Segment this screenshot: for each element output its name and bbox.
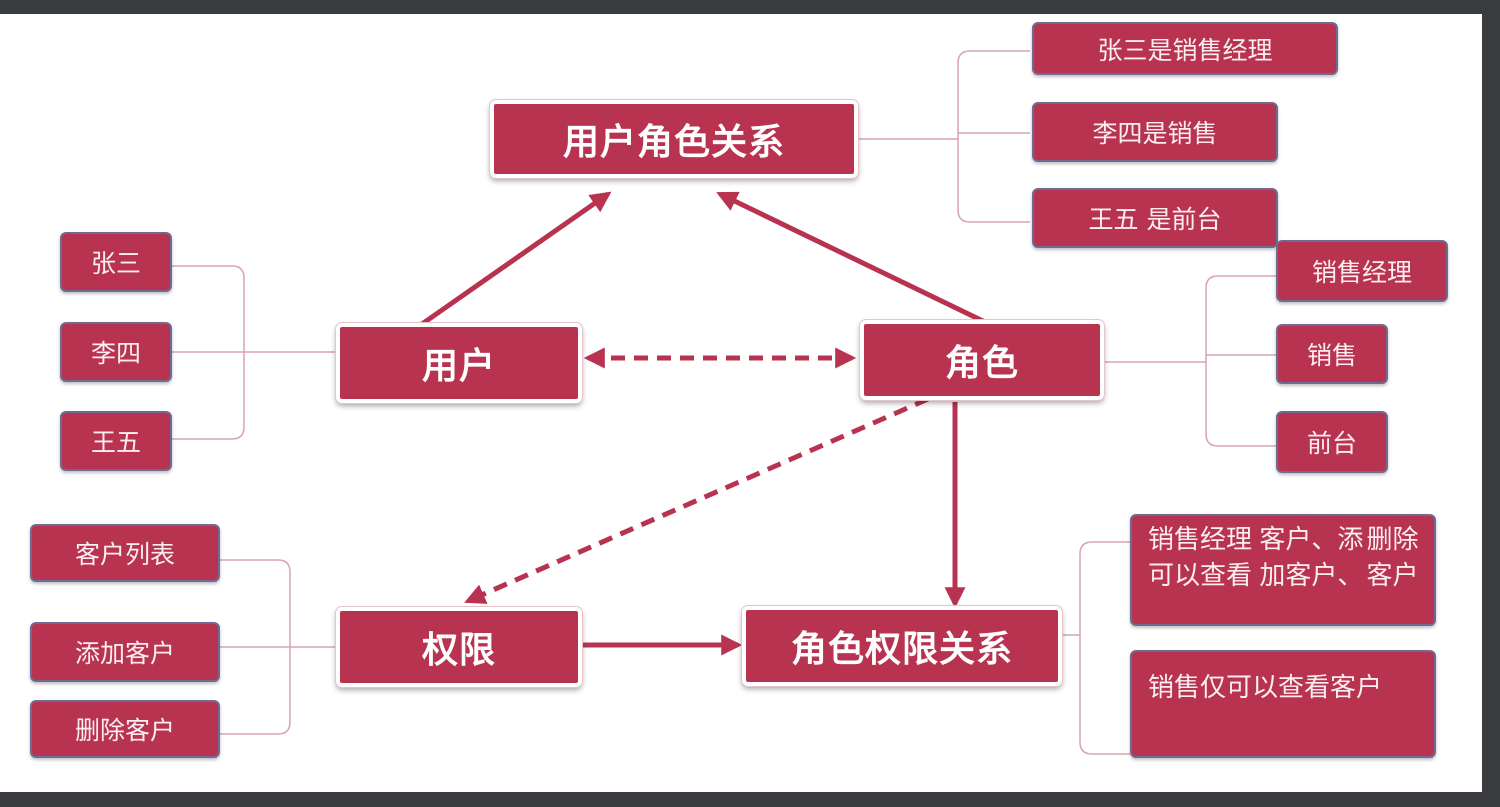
user-role-assignment-item: 李四是销售 (1032, 102, 1278, 162)
diagram-canvas: 用户角色关系 用户 角色 权限 角色权限关系 张三是销售经理 李四是销售 王五 … (0, 14, 1482, 792)
role-permission-assignment-sales: 销售仅可以查看客 户 (1130, 650, 1436, 758)
node-permission: 权限 (336, 607, 582, 687)
bracket-permissions (220, 559, 336, 735)
permission-item: 添加客户 (30, 622, 220, 682)
user-role-assignment-item: 王五 是前台 (1032, 188, 1278, 248)
node-user-role-relation: 用户角色关系 (490, 100, 858, 178)
user-role-assignment-item: 张三是销售经理 (1032, 22, 1338, 75)
arrow-role-to-user-role-relation (716, 191, 987, 325)
permission-item: 客户列表 (30, 524, 220, 582)
assignment-line: 删除客户 (1366, 525, 1419, 591)
assignment-line: 销售经理 可以查看 (1148, 525, 1253, 591)
assignment-line: 客户、添加客户、 (1259, 525, 1364, 591)
user-item: 王五 (60, 411, 172, 471)
role-item: 前台 (1276, 411, 1388, 473)
user-item: 李四 (60, 322, 172, 382)
assignment-line: 户 (1356, 673, 1383, 703)
user-item: 张三 (60, 232, 172, 292)
role-item: 销售经理 (1276, 240, 1448, 302)
bracket-role-permission-assignments (1062, 541, 1130, 755)
role-item: 销售 (1276, 324, 1388, 384)
role-permission-assignment-manager: 销售经理 可以查看 客户、添加客户、 删除客户 (1130, 514, 1436, 626)
assignment-line: 销售仅可以查看客 (1148, 673, 1357, 703)
permission-item: 删除客户 (30, 700, 220, 758)
node-user: 用户 (336, 323, 582, 403)
node-role-permission-relation: 角色权限关系 (742, 606, 1062, 686)
node-role: 角色 (860, 320, 1104, 400)
bracket-roles (1104, 275, 1276, 447)
connector-layer (172, 50, 1276, 755)
bracket-user-role-assignments (858, 50, 1030, 223)
dashed-arrow-role-to-permission (464, 396, 930, 604)
bracket-users (172, 265, 338, 440)
arrow-user-to-user-role-relation (420, 191, 612, 327)
